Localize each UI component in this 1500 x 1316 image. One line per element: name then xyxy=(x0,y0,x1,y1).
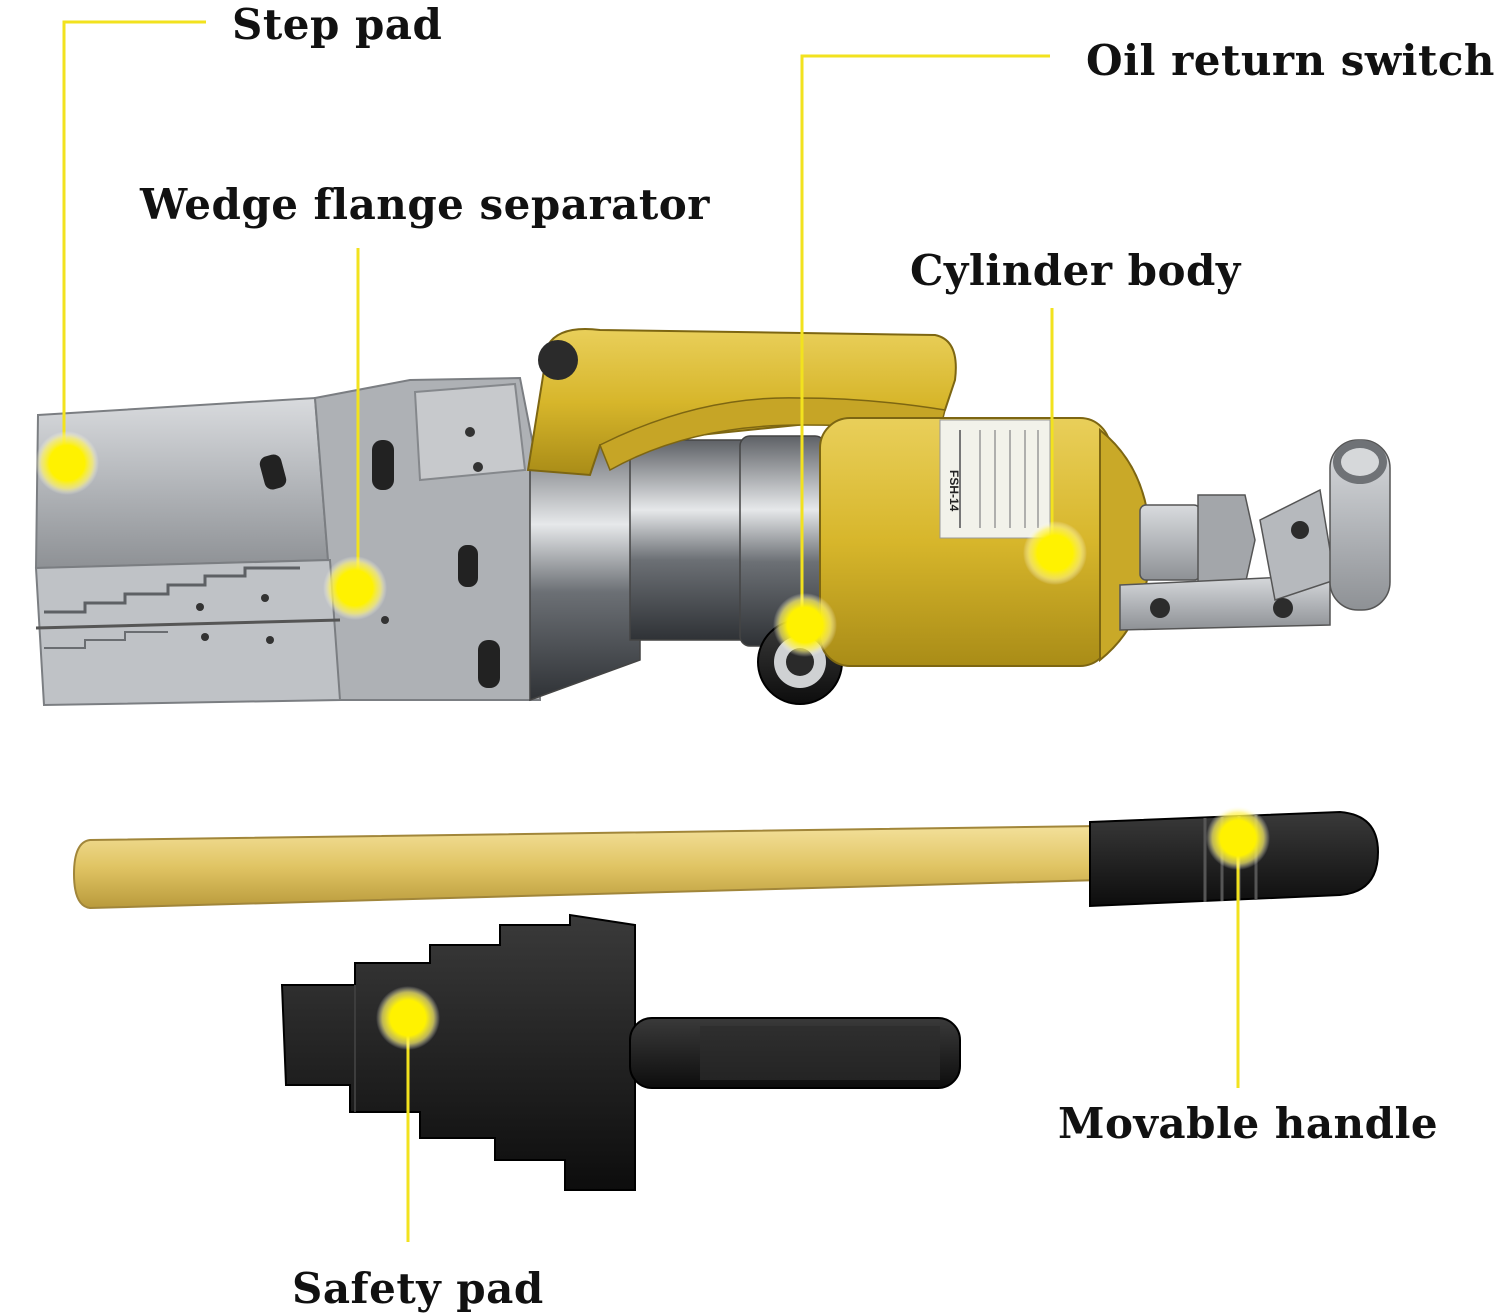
safety-pad-art xyxy=(280,913,961,1191)
label-oil-return-switch: Oil return switch xyxy=(1086,36,1495,85)
cylinder-body: FSH-14 xyxy=(819,417,1152,667)
leader-lines xyxy=(62,20,1240,1242)
dot-step-pad xyxy=(35,431,99,495)
leader-step-pad xyxy=(62,20,206,462)
dot-safety-pad xyxy=(376,986,440,1050)
label-wedge-flange-separator: Wedge flange separator xyxy=(140,180,710,229)
marker-dots xyxy=(35,431,1270,1050)
pump-connector xyxy=(1119,439,1391,631)
carry-handle xyxy=(526,328,957,477)
dot-oil-return xyxy=(773,593,837,657)
dot-wedge xyxy=(323,556,387,620)
wedge-jaw-block xyxy=(34,376,542,707)
label-movable-handle: Movable handle xyxy=(1058,1099,1439,1148)
chrome-piston xyxy=(529,428,826,702)
label-cylinder-body: Cylinder body xyxy=(910,246,1241,295)
label-step-pad: Step pad xyxy=(232,0,443,49)
dot-movable-handle xyxy=(1206,806,1270,870)
body-marking: FSH-14 xyxy=(947,470,961,512)
movable-handle-art xyxy=(72,810,1380,910)
dot-cylinder xyxy=(1023,521,1087,585)
label-safety-pad: Safety pad xyxy=(292,1264,544,1313)
leader-oil-return xyxy=(800,54,1050,624)
